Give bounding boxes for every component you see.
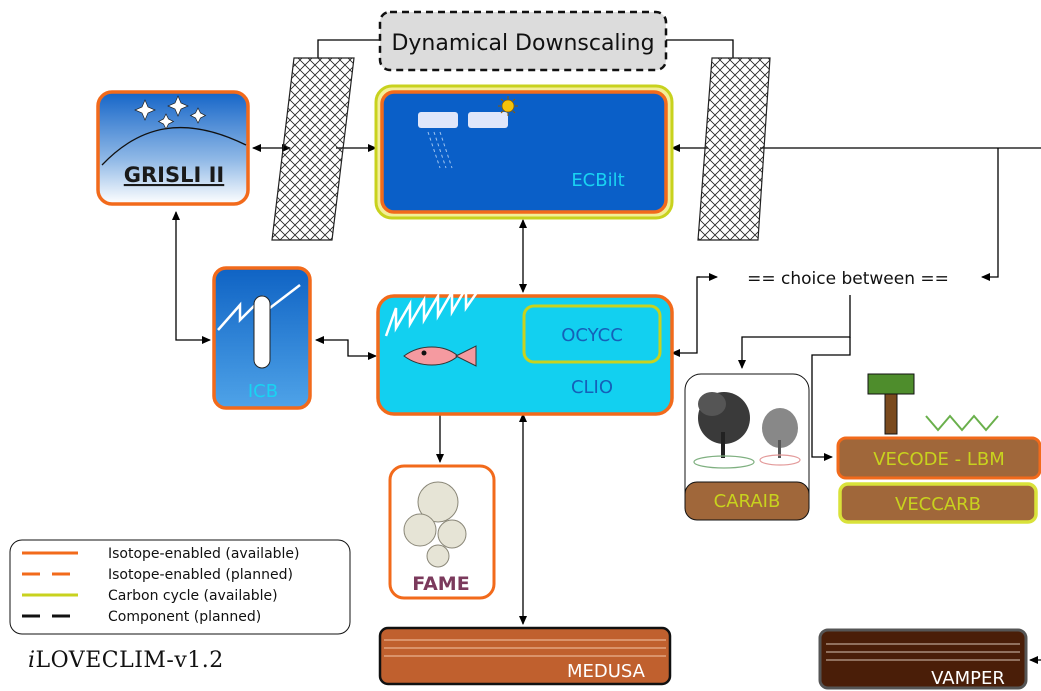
legend-label: Isotope-enabled (planned)	[108, 567, 293, 583]
legend: Isotope-enabled (available) Isotope-enabl…	[9, 539, 351, 635]
icb-box: ICB	[212, 266, 312, 410]
arrow-choice-caraib	[738, 295, 851, 369]
tree-icon-2	[762, 408, 798, 458]
vecode-group: VECODE - LBM VECCARB	[836, 373, 1041, 524]
icb-label: ICB	[248, 381, 278, 402]
legend-label: Component (planned)	[108, 609, 261, 625]
caraib-label: CARAIB	[714, 491, 781, 512]
model-title: iLOVECLIM-v1.2	[28, 648, 224, 673]
coupler-strip-right	[697, 57, 771, 241]
fame-label: FAME	[412, 573, 469, 595]
iceberg-icon	[253, 295, 271, 369]
vamper-box: VAMPER	[818, 628, 1028, 690]
downscaling-box: Dynamical Downscaling	[378, 10, 668, 72]
model-title-main: LOVECLIM-v1.2	[35, 648, 224, 673]
waves-icon	[384, 283, 482, 337]
clio-label: CLIO	[571, 377, 613, 398]
roots-icon-2	[759, 454, 801, 466]
model-title-prefix: i	[28, 648, 36, 673]
grass-icon	[925, 414, 999, 432]
tree-crown-icon	[867, 373, 915, 395]
grisli-label: GRISLI II	[124, 163, 224, 187]
ecbilt-label: ECBilt	[571, 170, 624, 191]
line-right-to-choice	[981, 148, 999, 281]
vamper-label: VAMPER	[931, 668, 1005, 689]
connectors	[172, 39, 1041, 664]
ice-sheet-curve-icon	[101, 127, 247, 166]
arrow-choice-clio	[671, 276, 700, 357]
roots-icon	[693, 455, 755, 469]
downscaling-label: Dynamical Downscaling	[391, 31, 654, 56]
coupler-strip-left	[271, 57, 355, 241]
vecode-box	[836, 436, 1041, 480]
vecode-label: VECODE - LBM	[873, 449, 1005, 470]
tree-icon	[698, 392, 750, 458]
foraminifera-icon	[403, 481, 467, 568]
arrow-grisli-icb	[172, 211, 211, 344]
fish-icon	[403, 345, 477, 367]
arrow-icb-clio	[315, 336, 377, 360]
choice-label: == choice between ==	[747, 269, 949, 289]
caraib-box: CARAIB	[684, 373, 810, 521]
downscaling-link-right	[666, 39, 734, 58]
veccarb-label: VECCARB	[895, 494, 981, 515]
rain-icon	[427, 131, 453, 169]
cloud-icon-2	[468, 112, 508, 128]
tree-trunk-icon	[884, 393, 898, 435]
veccarb-box	[838, 482, 1038, 524]
grisli-box: GRISLI II	[96, 90, 250, 206]
ecbilt-box: ECBilt	[374, 84, 674, 220]
legend-label: Isotope-enabled (available)	[108, 546, 300, 562]
clio-box: OCYCC CLIO	[376, 283, 674, 416]
medusa-box: MEDUSA	[378, 626, 672, 686]
fame-box: FAME	[388, 464, 496, 600]
arrow-choice-vecode	[811, 337, 851, 461]
medusa-label: MEDUSA	[567, 661, 646, 682]
cloud-icon	[418, 112, 458, 128]
sun-icon	[498, 96, 518, 116]
stars-icon	[134, 95, 207, 130]
downscaling-link-left	[317, 39, 380, 58]
ocycc-label: OCYCC	[561, 325, 623, 346]
legend-label: Carbon cycle (available)	[108, 588, 278, 604]
ocycc-box	[522, 304, 662, 364]
